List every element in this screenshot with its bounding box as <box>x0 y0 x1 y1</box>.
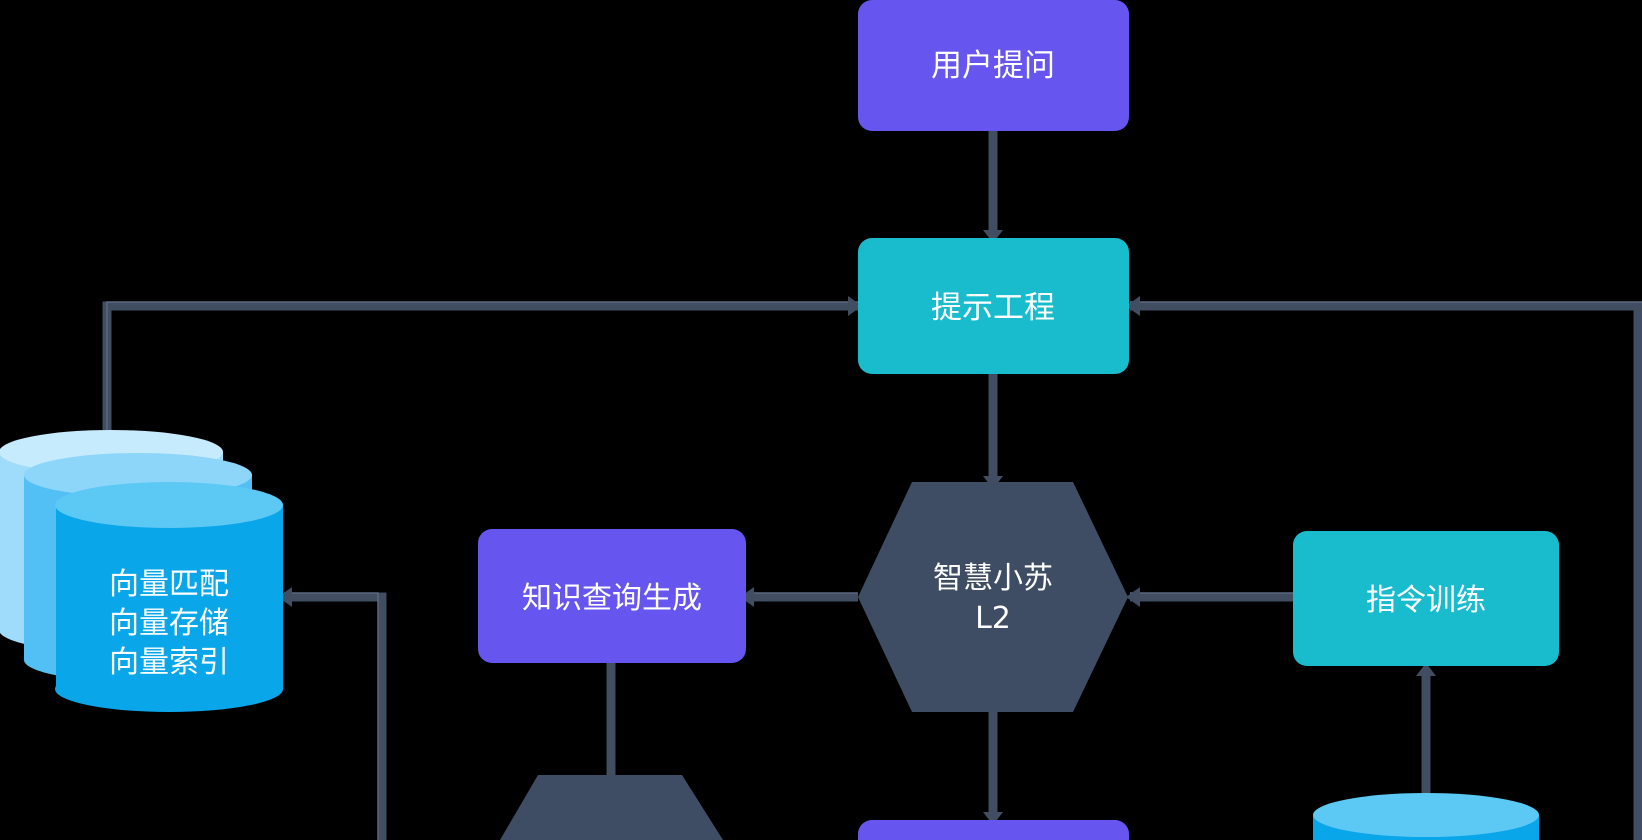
node-instruction-training: 指令训练 <box>1293 531 1559 666</box>
node-prompt-engineering: 提示工程 <box>858 238 1129 374</box>
vector-db-label-match: 向量匹配 <box>109 567 229 602</box>
node-core-model: 智慧小苏 L2 <box>858 482 1128 712</box>
vector-db-cylinder-front <box>55 482 283 712</box>
arrowhead-icon <box>1126 587 1140 607</box>
node-vector-database: 向量匹配 向量存储 向量索引 <box>0 430 283 712</box>
arrowhead-icon <box>848 296 862 316</box>
arrowhead-icon <box>983 230 1003 243</box>
node-bottom-cylinder <box>1313 793 1539 840</box>
node-prompt-engineering-label: 提示工程 <box>931 290 1055 326</box>
arrowhead-icon <box>1416 663 1436 676</box>
arrowhead-icon <box>278 587 292 607</box>
node-core-model-line2: L2 <box>975 601 1011 636</box>
connectors <box>102 130 1642 840</box>
node-core-model-line1: 智慧小苏 <box>933 561 1053 596</box>
node-user-question-label: 用户提问 <box>931 48 1055 84</box>
arrowhead-icon <box>1126 296 1140 316</box>
connector-highlights <box>106 301 1642 840</box>
node-knowledge-query: 知识查询生成 <box>478 529 746 663</box>
arrowhead-icon <box>983 812 1003 825</box>
node-bottom-trapezoid <box>500 775 723 840</box>
node-knowledge-query-label: 知识查询生成 <box>522 581 702 616</box>
vector-db-label-storage: 向量存储 <box>109 606 229 641</box>
node-user-question: 用户提问 <box>858 0 1129 131</box>
connector-left-to-vectordb <box>284 592 387 840</box>
arrowheads <box>278 230 1436 825</box>
node-instruction-training-label: 指令训练 <box>1366 583 1486 618</box>
arrowhead-icon <box>740 587 754 607</box>
node-bottom-purple-box <box>858 820 1129 840</box>
connector-vectordb-to-prompt <box>102 301 858 430</box>
vector-db-label-index: 向量索引 <box>109 645 229 680</box>
